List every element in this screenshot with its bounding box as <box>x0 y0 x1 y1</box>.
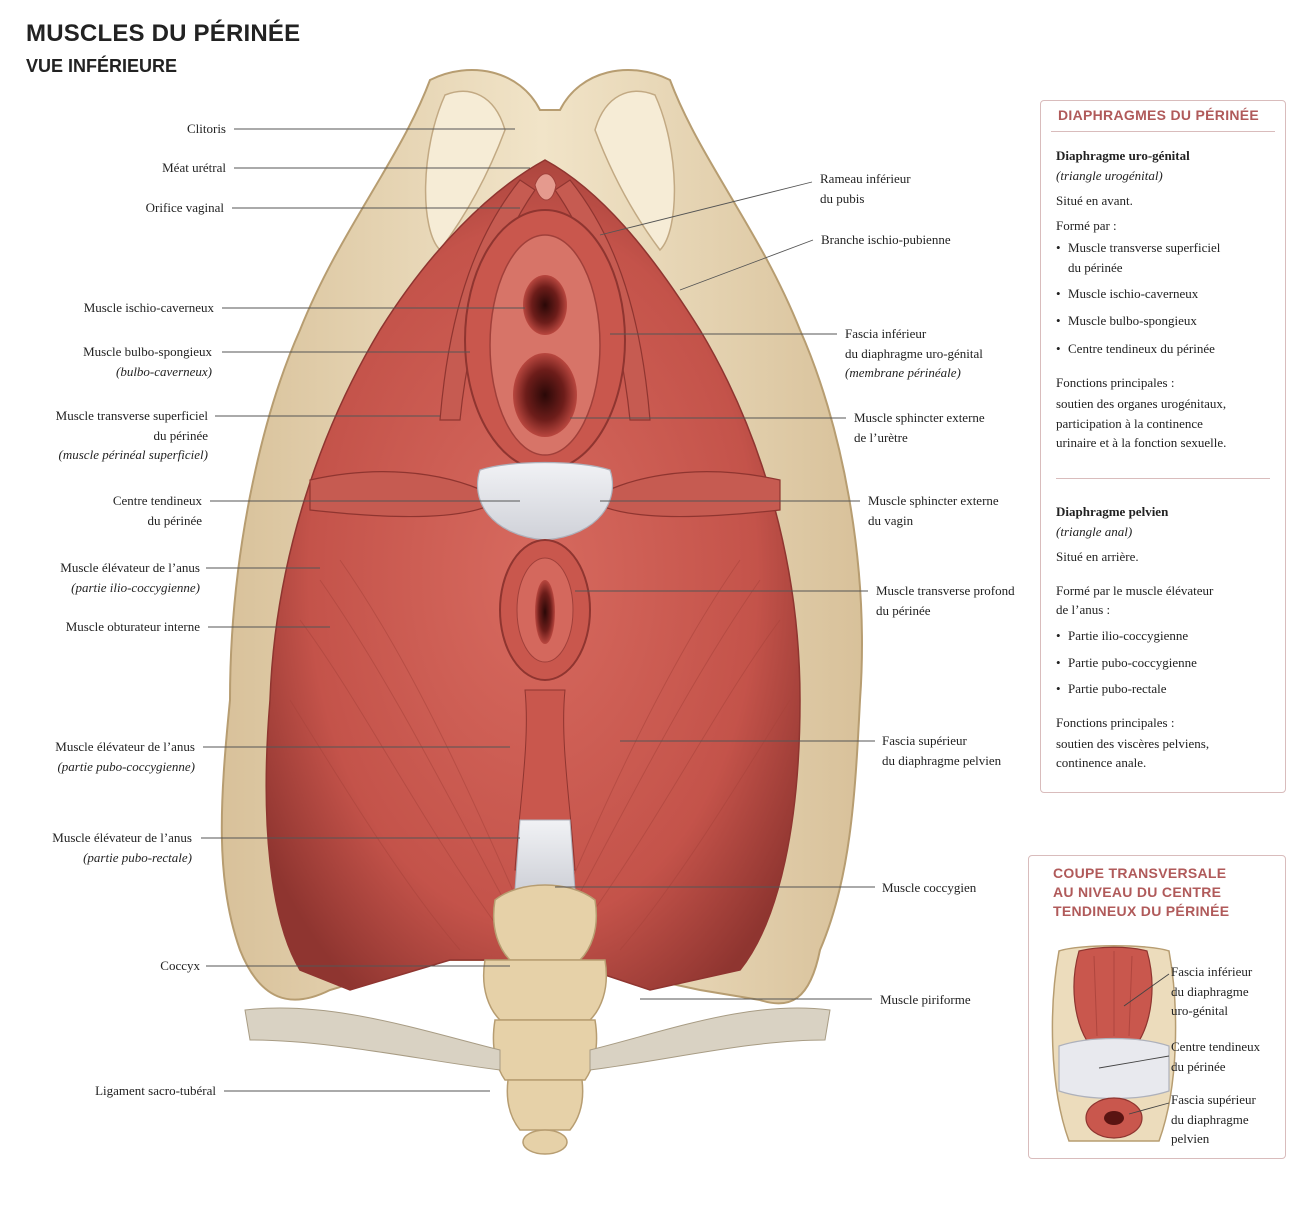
pelvic-position: Situé en arrière. <box>1056 549 1139 564</box>
inset-label-inferior-fascia: Fascia inférieur du diaphragme uro-génit… <box>1171 964 1253 1018</box>
pelvic-title: Diaphragme pelvien <box>1056 504 1169 519</box>
muscle-fibres <box>289 559 791 951</box>
coccyx-bone <box>482 884 608 1155</box>
leader-lines <box>201 128 875 1092</box>
clitoris-shape <box>534 173 557 201</box>
label-piriformis: Muscle piriforme <box>880 992 971 1007</box>
anal-canal <box>535 580 555 644</box>
sacrotuberous-right <box>589 1007 831 1071</box>
label-urethral-meatus: Méat urétral <box>162 160 226 175</box>
uro-sub: (triangle urogénital) <box>1056 168 1163 183</box>
label-ischiopubic-ramus: Branche ischio-pubienne <box>821 232 951 247</box>
pelvic-function-line: continence anale. <box>1056 755 1147 770</box>
inset-label-perineal-body: Centre tendineux du périnée <box>1171 1039 1261 1074</box>
label-sacrotuberous-ligament: Ligament sacro-tubéral <box>95 1083 216 1098</box>
pelvic-formed-by-cont: de l’anus : <box>1056 602 1111 617</box>
uro-function-line: urinaire et à la fonction sexuelle. <box>1056 435 1227 450</box>
uro-function-line: participation à la continence <box>1056 416 1203 431</box>
sacrotuberous-left <box>244 1007 501 1071</box>
uro-title: Diaphragme uro-génital <box>1056 148 1190 163</box>
diaphragms-info-box: DIAPHRAGMES DU PÉRINÉE Diaphragme uro-gé… <box>1040 100 1286 793</box>
label-coccyx: Coccyx <box>160 958 200 973</box>
uro-formed-by: Formé par : <box>1056 218 1117 233</box>
inset-heading: COUPE TRANSVERSALE AU NIVEAU DU CENTRE T… <box>1053 865 1230 919</box>
label-bulbospongiosus: Muscle bulbo-spongieux(bulbo-caverneux) <box>83 344 212 379</box>
pelvic-formed-by: Formé par le muscle élévateur <box>1056 583 1214 598</box>
cross-section-inset: COUPE TRANSVERSALE AU NIVEAU DU CENTRE T… <box>1028 855 1286 1159</box>
uro-functions-title: Fonctions principales : <box>1056 375 1175 390</box>
label-coccygeus: Muscle coccygien <box>882 880 977 895</box>
urethral-meatus <box>523 275 567 335</box>
label-vaginal-orifice: Orifice vaginal <box>145 200 224 215</box>
uro-item: Muscle bulbo-spongieux <box>1056 311 1197 331</box>
pelvic-item: Partie ilio-coccygienne <box>1056 626 1188 646</box>
uro-item: Muscle transverse superficiel <box>1056 238 1220 258</box>
pelvic-item: Partie pubo-coccygienne <box>1056 653 1197 673</box>
label-obturator-internus: Muscle obturateur interne <box>65 619 200 634</box>
perineal-body <box>476 461 614 541</box>
page-subtitle: VUE INFÉRIEURE <box>26 56 178 76</box>
pelvic-function-line: soutien des viscères pelviens, <box>1056 736 1210 751</box>
vaginal-orifice <box>513 353 577 437</box>
inset-illustration <box>1051 945 1177 1142</box>
label-levator-iliococcygeus: Muscle élévateur de l’anus(partie ilio-c… <box>60 560 200 595</box>
uro-function-line: soutien des organes urogénitaux, <box>1056 396 1227 411</box>
uro-item: Muscle ischio-caverneux <box>1056 284 1198 304</box>
info-box-heading: DIAPHRAGMES DU PÉRINÉE <box>1058 107 1260 123</box>
label-levator-pubococcygeus: Muscle élévateur de l’anus(partie pubo-c… <box>55 739 195 774</box>
pelvic-functions-title: Fonctions principales : <box>1056 715 1175 730</box>
pelvic-sub: (triangle anal) <box>1056 524 1133 539</box>
info-divider <box>1056 478 1270 479</box>
label-clitoris: Clitoris <box>186 121 226 136</box>
label-ischiocavernous: Muscle ischio-caverneux <box>83 300 214 315</box>
pelvic-item: Partie pubo-rectale <box>1056 679 1166 699</box>
uro-item-cont: du périnée <box>1068 260 1123 275</box>
label-levator-puborectalis: Muscle élévateur de l’anus(partie pubo-r… <box>52 830 192 865</box>
inset-label-superior-fascia: Fascia supérieur du diaphragme pelvien <box>1171 1092 1256 1146</box>
page-title: MUSCLES DU PÉRINÉE <box>26 20 301 47</box>
uro-item: Centre tendineux du périnée <box>1056 339 1215 359</box>
uro-position: Situé en avant. <box>1056 193 1133 208</box>
